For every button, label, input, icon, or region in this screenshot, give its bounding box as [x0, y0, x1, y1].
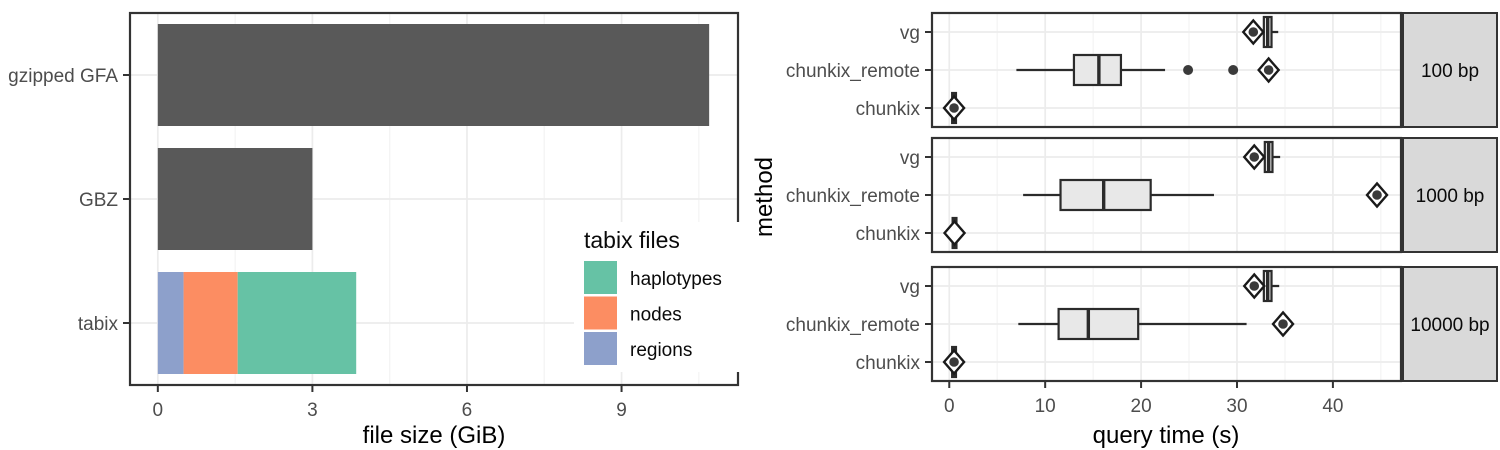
- y-tick-label-chunkix_remote: chunkix_remote: [786, 186, 920, 207]
- outlier-point: [1183, 65, 1194, 75]
- y-tick-label-chunkix_remote: chunkix_remote: [786, 61, 920, 82]
- bar-segment-GBZ: [157, 148, 313, 250]
- panel-border: [930, 265, 1403, 383]
- x-tick-label: 40: [1322, 396, 1343, 417]
- x-tick-label: 0: [153, 400, 164, 421]
- y-tick-label-vg: vg: [900, 148, 920, 169]
- box-chunkix_remote: [1059, 178, 1152, 212]
- mean-diamond-chunkix: [942, 219, 967, 247]
- file-size-bar-chart: 0 3 6 9 gzipped GFA GBZ tabix haplotypes nodes re…: [8, 11, 740, 449]
- box-chunkix_remote: [1057, 307, 1140, 341]
- y-axis-title-method: method: [751, 157, 778, 237]
- legend-title: tabix files: [584, 227, 680, 253]
- y-tick-label-chunkix: chunkix: [856, 99, 921, 120]
- diamond-dot: [1263, 65, 1274, 75]
- diamond-dot: [1248, 27, 1259, 37]
- legend-label-regions: regions: [630, 340, 692, 361]
- y-tick-label-chunkix: chunkix: [856, 224, 921, 245]
- y-tick-label-vg: vg: [900, 23, 920, 44]
- legend-label-haplotypes: haplotypes: [630, 269, 722, 290]
- x-tick-label: 9: [616, 400, 627, 421]
- x-tick-label: 30: [1226, 396, 1247, 417]
- x-tick-label: 3: [307, 400, 318, 421]
- diamond-dot: [949, 103, 959, 113]
- diamond-dot: [1372, 190, 1382, 200]
- diamond-dot: [1249, 281, 1260, 291]
- facet-strip: [1402, 12, 1498, 128]
- y-tick-label: gzipped GFA: [8, 66, 118, 87]
- diamond-dot: [1249, 152, 1260, 162]
- x-axis-title-query-time: query time (s): [1093, 422, 1240, 449]
- legend-swatch-regions: [584, 332, 617, 365]
- diamond-dot: [1278, 319, 1288, 329]
- bar-segment-gzipped-GFA: [157, 24, 710, 126]
- x-tick-label: 0: [944, 396, 955, 417]
- diamond-dot: [949, 357, 959, 367]
- y-tick-label-chunkix: chunkix: [856, 353, 921, 374]
- y-tick-label: GBZ: [79, 190, 118, 211]
- facet-strip-label: 10000 bp: [1410, 315, 1489, 336]
- legend-swatch-nodes: [584, 296, 617, 330]
- y-tick-label-chunkix_remote: chunkix_remote: [786, 315, 920, 336]
- legend-swatch-haplotypes: [584, 261, 617, 294]
- bar-segment-nodes: [183, 272, 238, 374]
- x-tick-label: 6: [462, 400, 473, 421]
- facet-strip-label: 1000 bp: [1416, 186, 1485, 207]
- panel-border: [930, 136, 1403, 254]
- panel-border: [930, 11, 1403, 129]
- y-tick-label-vg: vg: [900, 277, 920, 298]
- outlier-point: [1228, 65, 1239, 75]
- bar-segment-haplotypes: [237, 272, 357, 374]
- facet-strip: [1402, 266, 1498, 382]
- x-tick-label: 10: [1035, 396, 1056, 417]
- legend-label-nodes: nodes: [630, 305, 682, 326]
- y-tick-label: tabix: [78, 314, 119, 335]
- x-tick-label: 20: [1131, 396, 1152, 417]
- plot-layer: 0 3 6 9 gzipped GFA GBZ tabix haplotypes nodes re…: [8, 11, 740, 421]
- bar-segment-regions: [157, 272, 184, 374]
- x-axis-title-file-size: file size (GiB): [363, 422, 506, 449]
- facet-strip-label: 100 bp: [1421, 61, 1479, 82]
- facet-strip: [1402, 137, 1498, 253]
